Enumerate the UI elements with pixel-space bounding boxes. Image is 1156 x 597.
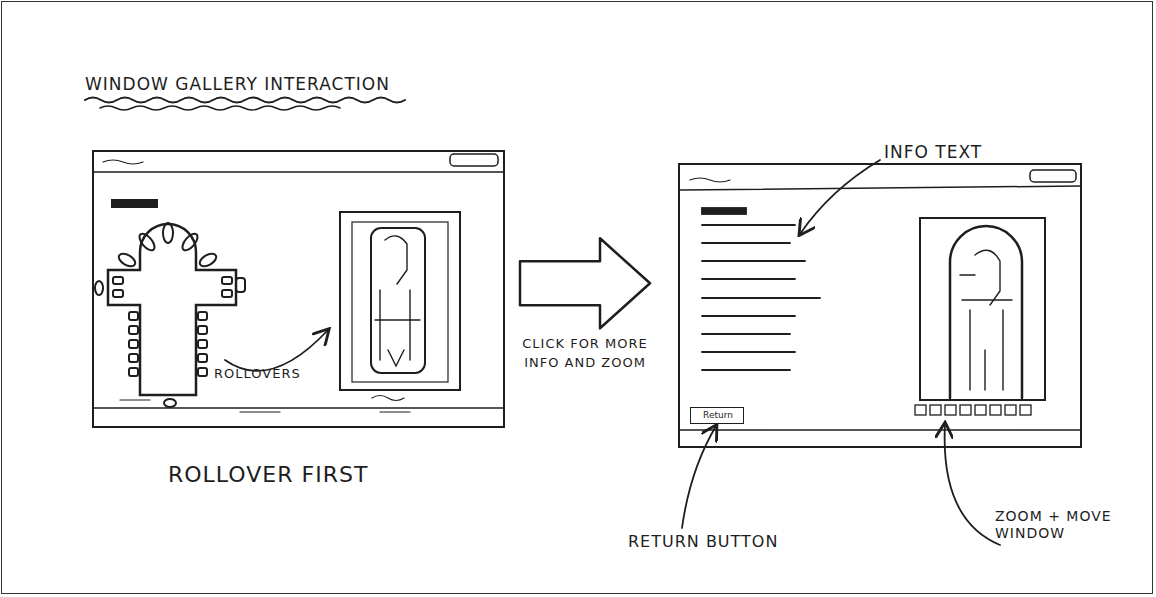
block-arrow [520,238,650,328]
edge-label: CLICK FOR MORE INFO AND ZOOM [520,335,650,373]
thumbnail [975,405,986,415]
rollover-window [129,312,138,320]
zoom-frame [920,218,1045,400]
return-button: Return [690,407,744,424]
callout-leader [800,160,880,234]
rollover-window [198,368,207,376]
callout-label: ZOOM + MOVE WINDOW [995,508,1145,542]
header-bar [702,208,746,214]
rollover-window [198,251,219,269]
rollover-window [113,290,123,297]
rollover-window [129,368,138,376]
rollover-window [180,231,201,253]
status-bar-line [680,429,1080,431]
window-chrome [94,154,503,412]
callout-leader [945,424,1000,545]
arched-window [950,226,1022,398]
diagram-title: WINDOW GALLERY INTERACTION [85,74,445,94]
callout-label: RETURN BUTTON [628,532,828,551]
rollover-window [222,290,232,297]
rollover-arrow [225,330,328,371]
text-line [702,278,795,280]
thumbnail [1020,405,1031,415]
rollover-window [137,231,158,253]
thumbnail [960,405,971,415]
zoom-image [915,218,1045,415]
text-line [702,297,820,299]
window-controls [1030,170,1076,182]
browser-window: Return [678,163,1082,448]
text-line [702,351,795,353]
title-bar-line [680,186,1080,190]
title-underline [100,106,340,110]
rollover-window [222,277,232,284]
rollover-window [113,277,123,284]
title-bar-line [94,171,503,173]
info-text-lines [702,208,820,370]
preview-frame [340,212,460,390]
rollover-window [129,354,138,362]
browser-window: ROLLOVERS [92,150,505,428]
thumbnail [915,405,926,415]
rollover-window [163,223,173,243]
preview-caption-squiggle [372,396,404,401]
title-underline [85,98,405,103]
thumbnail [1005,405,1016,415]
text-line [702,242,790,244]
rollover-window [95,281,103,295]
window-controls [450,154,498,166]
text-line [702,260,805,262]
header-bar [112,200,157,207]
rollover-window [198,340,207,348]
thumbnail [930,405,941,415]
window-title-squiggle [690,178,730,182]
text-line [702,315,795,317]
node-text: Return [691,410,745,421]
stained-glass-window [371,228,425,373]
status-marks [120,400,410,412]
thumbnail [945,405,956,415]
thumbnail [990,405,1001,415]
rollover-window [198,326,207,334]
callout-leader [682,426,716,528]
status-bar-line [94,407,503,409]
text-line [702,224,795,226]
window-figure [960,250,1012,390]
text-line [702,333,790,335]
rollover-window [236,278,245,292]
text-line [702,369,790,371]
rollover-window [198,312,207,320]
callout-label: INFO TEXT [884,142,1054,162]
rollover-window [164,399,176,407]
rollover-window [117,251,138,269]
window-chrome [680,170,1080,430]
rollover-window [129,326,138,334]
preview-frame-inner [352,222,448,382]
window-figure [375,236,420,366]
caption-label: ROLLOVER FIRST [168,462,468,488]
node-text: ROLLOVERS [214,366,324,382]
rollover-window [129,340,138,348]
window-title-squiggle [103,160,143,164]
image-preview [340,212,460,401]
rollover-window [198,354,207,362]
